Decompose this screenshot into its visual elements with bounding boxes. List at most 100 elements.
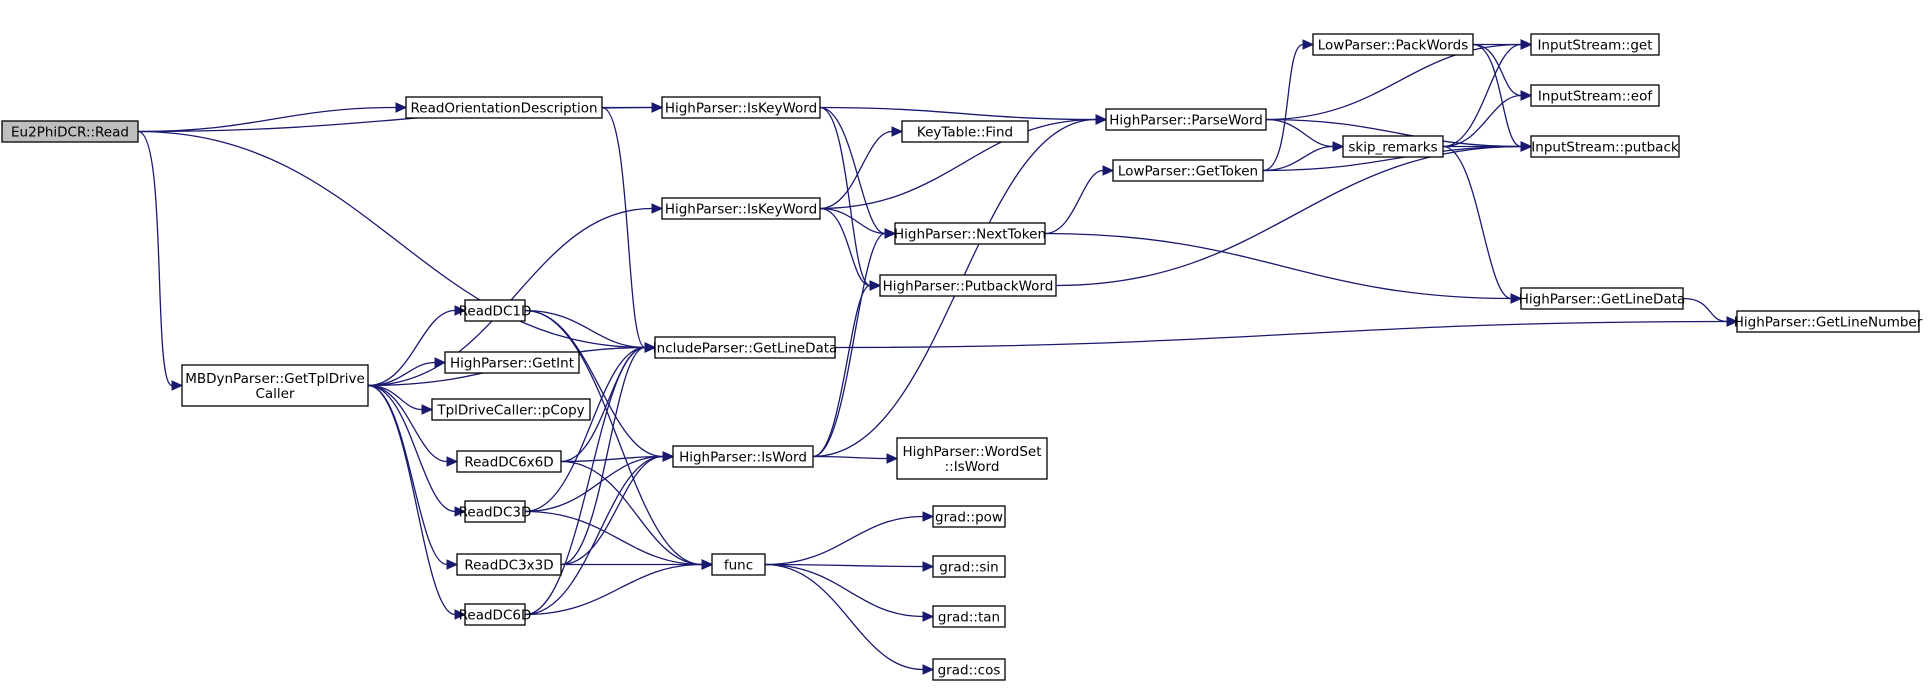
node-get[interactable]: InputStream::get (1530, 33, 1660, 56)
node-label: InputStream::putback (1531, 140, 1679, 156)
node-box[interactable] (1530, 84, 1660, 107)
node-getint[interactable]: HighParser::GetInt (444, 351, 580, 374)
node-box[interactable] (1342, 135, 1444, 158)
arrowhead-readdc6d-to-include (644, 342, 657, 353)
node-getlinenumber[interactable]: HighParser::GetLineNumber (1734, 310, 1923, 333)
edge-packwords-to-putbackstream (1472, 43, 1522, 148)
arrowhead-gettoken-to-skip (1332, 141, 1345, 152)
node-wordset[interactable]: HighParser::WordSet::IsWord (896, 437, 1048, 480)
edge-readdc6d-to-include (524, 346, 646, 616)
node-box[interactable] (181, 364, 369, 407)
node-label: TplDriveCaller::pCopy (436, 403, 584, 419)
node-box[interactable] (1112, 159, 1264, 182)
edge-readdc6d-to-func (524, 563, 703, 616)
node-box[interactable] (1530, 135, 1680, 158)
edge-iskeyword1-to-nexttoken (819, 106, 886, 235)
edge-nexttoken-to-getlinedata (1044, 232, 1512, 300)
node-eu2phidcr[interactable]: Eu2PhiDCR::Read (1, 120, 139, 143)
node-box[interactable] (1105, 108, 1267, 131)
node-box[interactable] (901, 120, 1029, 143)
node-nexttoken[interactable]: HighParser::NextToken (894, 222, 1046, 245)
node-box[interactable] (444, 351, 580, 374)
node-box[interactable] (1, 120, 139, 143)
arrowhead-mbdyn-to-readdc3d (454, 506, 467, 517)
edge-readdc3d-to-isword (524, 455, 664, 513)
edge-mbdyn-to-getint (367, 361, 436, 387)
arrowhead-readdc6d-to-isword (662, 451, 675, 462)
node-label: HighParser::PutbackWord (883, 279, 1054, 295)
node-box[interactable] (464, 603, 526, 626)
node-func[interactable]: func (711, 553, 766, 576)
node-box[interactable] (932, 505, 1006, 528)
node-gettoken[interactable]: LowParser::GetToken (1112, 159, 1264, 182)
node-putback[interactable]: HighParser::PutbackWord (879, 274, 1057, 297)
node-label: IncludeParser::GetLineData (653, 341, 838, 357)
node-box[interactable] (879, 274, 1057, 297)
node-box[interactable] (654, 336, 836, 359)
arrowhead-gettoken-to-packwords (1302, 39, 1315, 50)
node-readdc1d[interactable]: ReadDC1D (459, 299, 532, 322)
node-box[interactable] (456, 553, 562, 576)
node-box[interactable] (932, 555, 1006, 578)
node-keytable[interactable]: KeyTable::Find (901, 120, 1029, 143)
node-label: MBDynParser::GetTplDrive (185, 371, 365, 387)
node-readorient[interactable]: ReadOrientationDescription (405, 96, 603, 119)
edge-nexttoken-to-gettoken (1044, 169, 1104, 235)
edge-isword-to-putback (812, 284, 871, 458)
edge-readdc6d-to-isword (524, 455, 664, 616)
node-box[interactable] (1520, 287, 1684, 310)
node-box[interactable] (711, 553, 766, 576)
arrowhead-mbdyn-to-getint (434, 357, 447, 368)
node-box[interactable] (932, 605, 1006, 628)
edge-func-to-pow (764, 515, 924, 566)
node-box[interactable] (932, 658, 1006, 681)
node-readdc3d[interactable]: ReadDC3D (459, 500, 532, 523)
node-label: ReadDC6x6D (464, 455, 553, 471)
node-box[interactable] (464, 299, 526, 322)
node-box[interactable] (1736, 310, 1920, 333)
node-isword[interactable]: HighParser::IsWord (672, 445, 814, 468)
node-sin[interactable]: grad::sin (932, 555, 1006, 578)
node-box[interactable] (405, 96, 603, 119)
arrowhead-eu2phidcr-to-readorient (395, 102, 408, 113)
node-box[interactable] (456, 450, 562, 473)
node-box[interactable] (661, 197, 821, 220)
node-readdc6x6d[interactable]: ReadDC6x6D (456, 450, 562, 473)
node-include[interactable]: IncludeParser::GetLineData (653, 336, 838, 359)
node-box[interactable] (1530, 33, 1660, 56)
node-box[interactable] (672, 445, 814, 468)
node-label: ReadDC6D (459, 608, 532, 624)
node-getlinedata[interactable]: HighParser::GetLineData (1519, 287, 1686, 310)
node-box[interactable] (431, 398, 591, 421)
edge-func-to-tan (764, 563, 924, 618)
node-iskeyword1[interactable]: HighParser::IsKeyWord (661, 96, 821, 119)
node-pow[interactable]: grad::pow (932, 505, 1006, 528)
arrowhead-mbdyn-to-iskeyword2 (651, 203, 664, 214)
arrowhead-mbdyn-to-pcopy (421, 404, 434, 415)
node-readdc3x3d[interactable]: ReadDC3x3D (456, 553, 562, 576)
node-parseword[interactable]: HighParser::ParseWord (1105, 108, 1267, 131)
node-putbackstream[interactable]: InputStream::putback (1530, 135, 1680, 158)
node-eof[interactable]: InputStream::eof (1530, 84, 1660, 107)
node-label: HighParser::IsKeyWord (665, 101, 817, 117)
node-layer: Eu2PhiDCR::ReadMBDynParser::GetTplDriveC… (1, 33, 1923, 681)
edge-eu2phidcr-to-readorient (137, 106, 397, 133)
node-pcopy[interactable]: TplDriveCaller::pCopy (431, 398, 591, 421)
node-label: ReadOrientationDescription (410, 101, 597, 117)
edge-readdc6x6d-to-func (560, 460, 703, 566)
node-box[interactable] (896, 437, 1048, 480)
node-iskeyword2[interactable]: HighParser::IsKeyWord (661, 197, 821, 220)
arrowhead-skip-to-putbackstream (1520, 141, 1533, 152)
node-packwords[interactable]: LowParser::PackWords (1312, 33, 1474, 56)
node-box[interactable] (661, 96, 821, 119)
node-box[interactable] (1312, 33, 1474, 56)
node-box[interactable] (464, 500, 526, 523)
node-tan[interactable]: grad::tan (932, 605, 1006, 628)
node-box[interactable] (894, 222, 1046, 245)
node-skip[interactable]: skip_remarks (1342, 135, 1444, 158)
node-cos[interactable]: grad::cos (932, 658, 1006, 681)
node-readdc6d[interactable]: ReadDC6D (459, 603, 532, 626)
